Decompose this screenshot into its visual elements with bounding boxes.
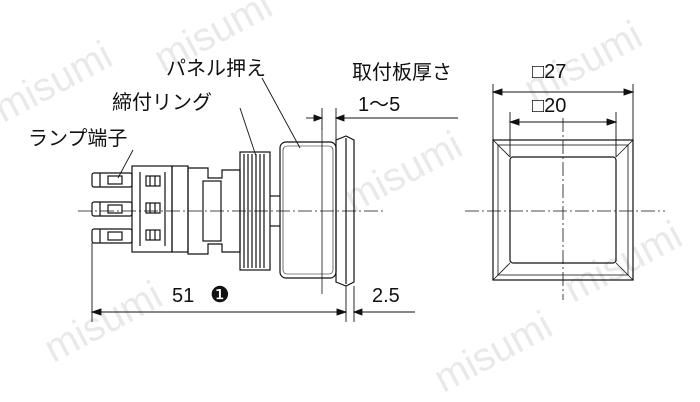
dim-text-plate-thickness: 1～5 [358,94,401,116]
dim-text-flange-thickness: 2.5 [372,285,400,307]
leader-tightening-ring [239,107,257,157]
dim-text-inner-size: □20 [532,95,567,117]
label-plate-thickness: 取付板厚さ [352,60,452,84]
dim-flange-thickness [330,286,415,322]
dim-inner-size [508,112,618,157]
terminal-block [131,165,189,253]
dim-outer-size [491,84,635,140]
leader-panel-press [261,77,301,149]
leader-lamp-terminal [117,149,134,179]
front-flange [335,135,355,287]
front-view [492,139,634,281]
label-lamp-terminal: ランプ端子 [28,126,128,150]
dim-text-overall-length: 51 [172,285,195,307]
dim-text-outer-size: □27 [532,61,567,83]
label-panel-press: パネル押え [166,56,266,80]
dim-plate-thickness [306,108,458,140]
label-tightening-ring: 締付リング [112,90,212,114]
lamp-terminal-group [91,172,133,244]
note-marker-icon: ❶ [210,282,230,307]
panel-press-nut [270,141,337,279]
